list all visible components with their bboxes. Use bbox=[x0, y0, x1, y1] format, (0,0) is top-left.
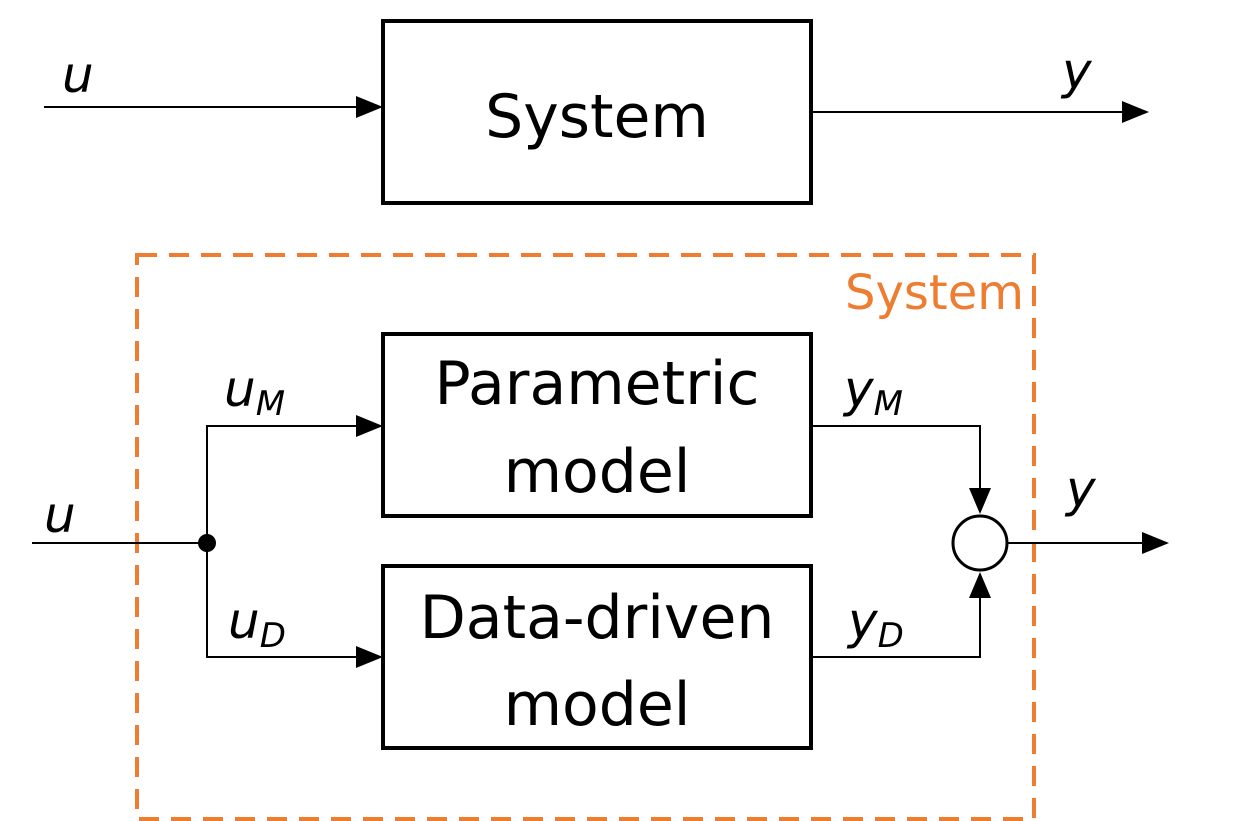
data-driven-input-wire bbox=[206, 543, 356, 658]
data-driven-output-subscript: D bbox=[878, 616, 904, 656]
parametric-output-symbol: y bbox=[842, 360, 875, 418]
data-driven-model-block bbox=[381, 564, 813, 750]
parametric-model-label-line2: model bbox=[504, 437, 691, 507]
top-output-label: y bbox=[1060, 42, 1093, 100]
parametric-model-label-line1: Parametric bbox=[435, 349, 760, 419]
bottom-input-label: u bbox=[44, 486, 76, 544]
top-input-arrowhead bbox=[356, 96, 383, 118]
bottom-output-arrowhead bbox=[1142, 532, 1169, 554]
parametric-model-block bbox=[381, 332, 813, 518]
system-group-label: System bbox=[845, 265, 1024, 321]
parametric-input-arrowhead bbox=[356, 415, 383, 437]
bottom-output-label: y bbox=[1064, 460, 1097, 518]
parametric-input-symbol: u bbox=[224, 360, 256, 418]
top-output-arrowhead bbox=[1122, 101, 1149, 123]
top-diagram: u System y bbox=[44, 19, 1149, 205]
parametric-output-wire bbox=[811, 425, 981, 490]
data-driven-output-wire bbox=[811, 596, 981, 658]
data-driven-input-label: uD bbox=[228, 592, 286, 656]
parametric-output-subscript: M bbox=[874, 384, 903, 424]
data-driven-model-label-line2: model bbox=[504, 670, 691, 740]
parametric-input-subscript: M bbox=[256, 384, 285, 424]
data-driven-output-label: yD bbox=[846, 592, 904, 656]
top-input-label: u bbox=[62, 46, 94, 104]
parametric-input-wire bbox=[206, 425, 356, 543]
parametric-output-arrowhead bbox=[969, 488, 991, 514]
bottom-diagram: System u uM Parametric model yM uD Data-… bbox=[32, 253, 1169, 821]
data-driven-output-arrowhead bbox=[969, 572, 991, 598]
top-system-label: System bbox=[485, 82, 709, 152]
data-driven-model-label-line1: Data-driven bbox=[420, 583, 775, 653]
system-group-box bbox=[135, 253, 1036, 821]
data-driven-input-arrowhead bbox=[356, 646, 383, 668]
parametric-output-label: yM bbox=[842, 360, 903, 424]
parametric-input-label: uM bbox=[224, 360, 285, 424]
data-driven-input-symbol: u bbox=[228, 592, 260, 650]
data-driven-output-symbol: y bbox=[846, 592, 879, 650]
data-driven-input-subscript: D bbox=[260, 616, 286, 656]
summing-junction bbox=[951, 514, 1009, 572]
